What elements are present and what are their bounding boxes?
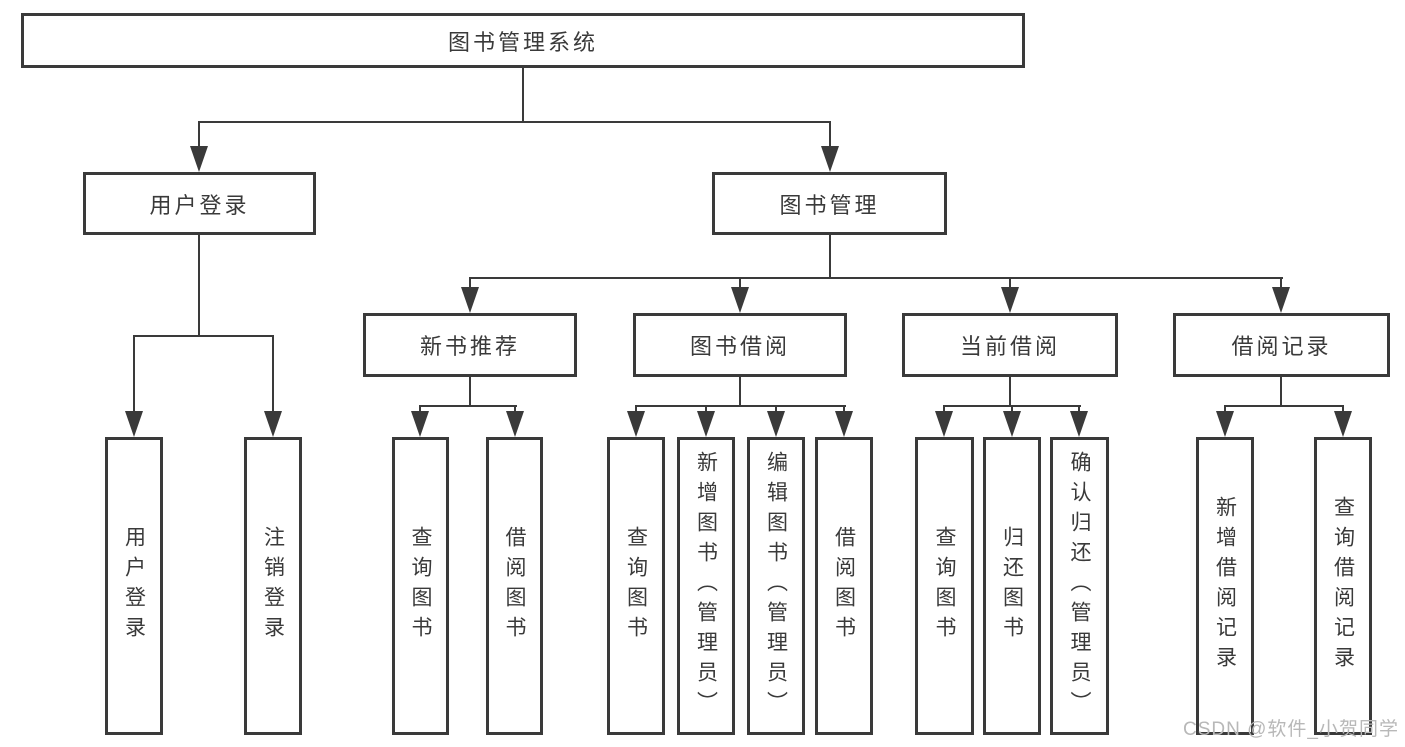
node-borrow-record-label: 借阅记录: [1231, 334, 1332, 359]
edge-book-mgmt-drop-1: [469, 277, 471, 291]
leaf-logout-label: 注销登录: [261, 526, 285, 646]
watermark: CSDN @软件_小贺同学: [1183, 719, 1399, 740]
edge-new-book-rec-drop-1: [419, 405, 421, 415]
arrowhead-current-borrow-icon: [1001, 287, 1019, 313]
edge-root-drop-right: [829, 121, 831, 150]
leaf-add-borrow-rec-label: 新增借阅记录: [1213, 496, 1237, 676]
node-root: 图书管理系统: [21, 13, 1025, 68]
arrowhead-leaf-add-book-icon: [697, 411, 715, 437]
arrowhead-leaf-add-borrow-rec-icon: [1216, 411, 1234, 437]
leaf-query-book-1-label: 查询图书: [409, 526, 432, 646]
edge-current-borrow-drop-2: [1011, 405, 1013, 415]
arrowhead-leaf-query-book-1-icon: [411, 411, 429, 437]
edge-borrow-record-rail: [1224, 405, 1344, 407]
leaf-user-login: 用户登录: [105, 437, 163, 735]
edge-borrow-record-drop-1: [1224, 405, 1226, 415]
leaf-add-borrow-rec: 新增借阅记录: [1196, 437, 1254, 735]
leaf-query-book-1: 查询图书: [392, 437, 449, 735]
edge-book-borrow-drop-3: [775, 405, 777, 415]
leaf-borrow-book-2: 借阅图书: [815, 437, 873, 735]
edge-book-borrow-drop-4: [843, 405, 845, 415]
node-book-mgmt-label: 图书管理: [779, 192, 880, 218]
node-book-mgmt: 图书管理: [712, 172, 947, 235]
leaf-query-book-3-label: 查询图书: [933, 526, 956, 646]
arrowhead-user-login-icon: [190, 146, 208, 172]
node-root-label: 图书管理系统: [447, 29, 598, 55]
edge-book-borrow-stem: [739, 377, 741, 407]
edge-book-borrow-drop-1: [635, 405, 637, 415]
arrowhead-leaf-query-book-3-icon: [935, 411, 953, 437]
edge-current-borrow-stem: [1009, 377, 1011, 407]
node-current-borrow: 当前借阅: [902, 313, 1118, 377]
leaf-user-login-label: 用户登录: [122, 526, 146, 646]
node-book-borrow: 图书借阅: [633, 313, 847, 377]
arrowhead-borrow-record-icon: [1272, 287, 1290, 313]
leaf-confirm-return: 确认归还（管理员）: [1050, 437, 1109, 735]
leaf-edit-book-label: 编辑图书（管理员）: [764, 451, 788, 721]
node-new-book-rec: 新书推荐: [363, 313, 577, 377]
leaf-query-book-2-label: 查询图书: [624, 526, 648, 646]
leaf-query-borrow-rec-label: 查询借阅记录: [1331, 496, 1355, 676]
edge-root-stem: [522, 68, 524, 121]
arrowhead-leaf-return-book-icon: [1003, 411, 1021, 437]
edge-user-login-rail: [133, 335, 274, 337]
edge-root-drop-left: [198, 121, 200, 150]
edge-root-rail: [198, 121, 831, 123]
edge-book-mgmt-drop-2: [739, 277, 741, 291]
edge-user-login-drop-2: [272, 335, 274, 413]
leaf-borrow-book-1: 借阅图书: [486, 437, 543, 735]
node-book-borrow-label: 图书借阅: [689, 334, 790, 359]
leaf-return-book: 归还图书: [983, 437, 1041, 735]
node-user-login: 用户登录: [83, 172, 316, 235]
arrowhead-leaf-user-login-icon: [125, 411, 143, 437]
arrowhead-leaf-query-borrow-rec-icon: [1334, 411, 1352, 437]
node-user-login-label: 用户登录: [149, 192, 250, 218]
leaf-logout: 注销登录: [244, 437, 302, 735]
leaf-return-book-label: 归还图书: [1000, 526, 1024, 646]
edge-book-mgmt-rail: [469, 277, 1283, 279]
edge-book-borrow-rail: [635, 405, 846, 407]
edge-new-book-rec-stem: [469, 377, 471, 407]
edge-new-book-rec-drop-2: [514, 405, 516, 415]
arrowhead-book-mgmt-icon: [821, 146, 839, 172]
edge-book-mgmt-drop-4: [1280, 277, 1282, 291]
arrowhead-leaf-confirm-return-icon: [1070, 411, 1088, 437]
edge-book-mgmt-stem: [829, 235, 831, 279]
node-borrow-record: 借阅记录: [1173, 313, 1390, 377]
leaf-query-book-3: 查询图书: [915, 437, 974, 735]
leaf-add-book: 新增图书（管理员）: [677, 437, 735, 735]
leaf-borrow-book-1-label: 借阅图书: [503, 526, 526, 646]
arrowhead-book-borrow-icon: [731, 287, 749, 313]
arrowhead-leaf-borrow-book-1-icon: [506, 411, 524, 437]
arrowhead-leaf-logout-icon: [264, 411, 282, 437]
arrowhead-new-book-rec-icon: [461, 287, 479, 313]
leaf-confirm-return-label: 确认归还（管理员）: [1068, 451, 1091, 721]
edge-user-login-stem: [198, 235, 200, 335]
node-current-borrow-label: 当前借阅: [959, 334, 1060, 359]
edge-borrow-record-drop-2: [1342, 405, 1344, 415]
edge-current-borrow-drop-1: [943, 405, 945, 415]
edge-book-borrow-drop-2: [705, 405, 707, 415]
arrowhead-leaf-edit-book-icon: [767, 411, 785, 437]
edge-current-borrow-drop-3: [1078, 405, 1080, 415]
leaf-edit-book: 编辑图书（管理员）: [747, 437, 805, 735]
edge-book-mgmt-drop-3: [1009, 277, 1011, 291]
node-new-book-rec-label: 新书推荐: [419, 334, 520, 359]
leaf-borrow-book-2-label: 借阅图书: [832, 526, 856, 646]
leaf-query-borrow-rec: 查询借阅记录: [1314, 437, 1372, 735]
edge-new-book-rec-rail: [419, 405, 517, 407]
arrowhead-leaf-borrow-book-2-icon: [835, 411, 853, 437]
leaf-add-book-label: 新增图书（管理员）: [694, 451, 718, 721]
leaf-query-book-2: 查询图书: [607, 437, 665, 735]
edge-borrow-record-stem: [1280, 377, 1282, 407]
arrowhead-leaf-query-book-2-icon: [627, 411, 645, 437]
edge-user-login-drop-1: [133, 335, 135, 413]
